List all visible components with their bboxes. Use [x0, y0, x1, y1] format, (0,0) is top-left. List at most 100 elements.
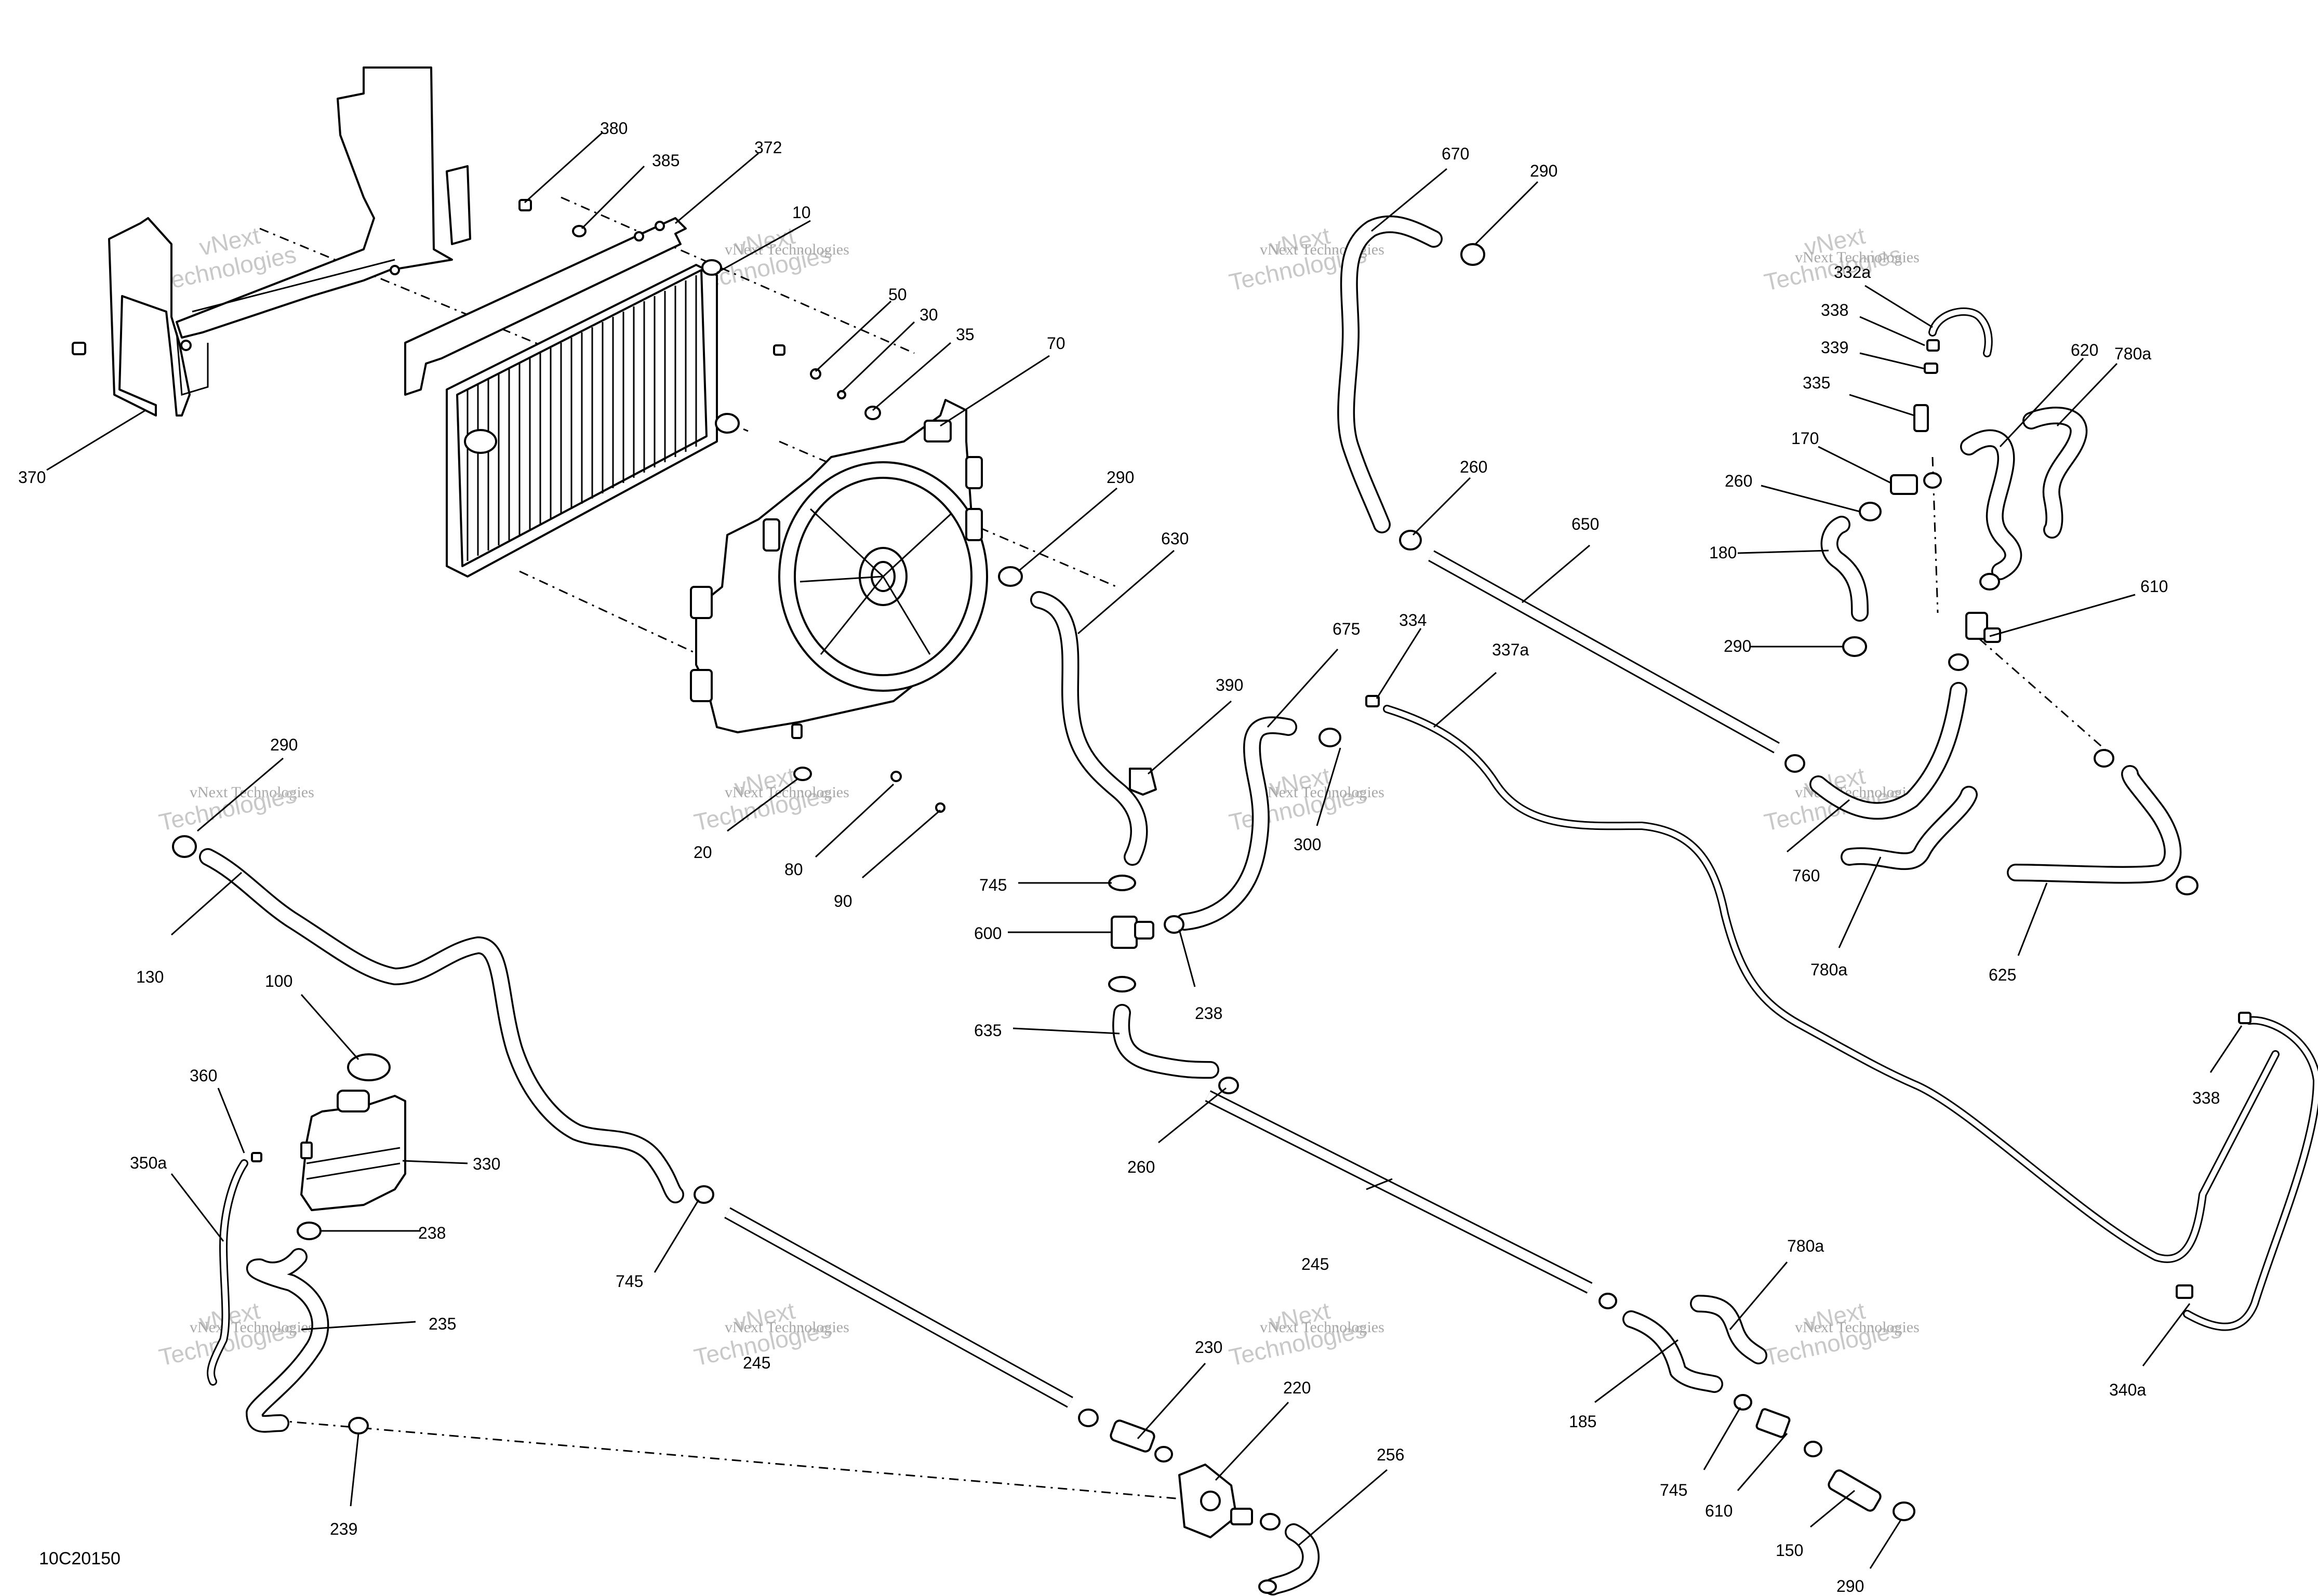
- callout-360: 360: [190, 1066, 217, 1085]
- callout-290: 290: [1836, 1577, 1864, 1595]
- callout-90: 90: [834, 892, 852, 910]
- bolt: [72, 342, 86, 355]
- fastener-set: [791, 723, 945, 813]
- callout-290: 290: [1724, 637, 1751, 655]
- fan-shroud: [690, 399, 988, 733]
- callout-332a: 332a: [1834, 263, 1871, 281]
- coolant-pipe: [1428, 550, 1805, 773]
- callout-245: 245: [743, 1353, 770, 1372]
- fastener-set: [773, 344, 881, 420]
- t-fitting: [1755, 1408, 1915, 1521]
- callout-350a: 350a: [130, 1154, 167, 1172]
- callout-300: 300: [1294, 835, 1321, 854]
- callout-50: 50: [888, 285, 907, 304]
- callout-780a: 780a: [2114, 344, 2151, 363]
- callout-334: 334: [1399, 611, 1427, 629]
- callout-335: 335: [1803, 373, 1830, 392]
- hose: [1112, 1004, 1239, 1094]
- callout-35: 35: [956, 325, 975, 344]
- callout-260: 260: [1725, 472, 1752, 490]
- callout-260: 260: [1460, 458, 1487, 476]
- callout-230: 230: [1195, 1338, 1222, 1357]
- callout-745: 745: [979, 876, 1007, 894]
- watermark-text: vNext Technologies: [1260, 1319, 1384, 1336]
- hose: [2007, 749, 2199, 895]
- watermark-text: vNext Technologies: [190, 784, 314, 801]
- callout-620: 620: [2071, 341, 2098, 359]
- watermark-text: vNext Technologies: [1260, 784, 1384, 801]
- callout-220: 220: [1283, 1378, 1311, 1397]
- callout-180: 180: [1709, 543, 1737, 562]
- callout-20: 20: [694, 843, 712, 862]
- callout-130: 130: [136, 968, 164, 986]
- callout-100: 100: [265, 972, 292, 990]
- callout-238: 238: [418, 1224, 446, 1242]
- deflector-bracket: [108, 66, 471, 417]
- callout-80: 80: [784, 860, 803, 879]
- watermark-text: vNext Technologies: [1795, 1319, 1920, 1336]
- coolant-pipe: [1205, 1090, 1617, 1309]
- hose-clip: [1129, 768, 1157, 796]
- hose: [1960, 407, 2088, 591]
- callout-235: 235: [429, 1315, 456, 1333]
- hose: [1841, 786, 1978, 870]
- callout-610: 610: [1705, 1501, 1733, 1520]
- callout-150: 150: [1776, 1541, 1803, 1560]
- radiator-bracket: [404, 217, 687, 396]
- hose: [998, 566, 1148, 866]
- callout-185: 185: [1569, 1412, 1596, 1431]
- callout-610: 610: [2140, 577, 2168, 596]
- hose: [1258, 1523, 1320, 1595]
- callout-330: 330: [473, 1155, 500, 1173]
- hose: [1820, 516, 1869, 657]
- callout-290: 290: [1107, 468, 1134, 487]
- callout-290: 290: [270, 735, 298, 754]
- radiator-fins: [467, 275, 697, 561]
- bolt: [518, 199, 587, 237]
- callout-340a: 340a: [2109, 1380, 2146, 1399]
- hose: [1337, 215, 1485, 551]
- callout-390: 390: [1216, 676, 1243, 694]
- callout-650: 650: [1571, 515, 1599, 533]
- hose: [1622, 1295, 1767, 1411]
- callout-338: 338: [1821, 301, 1848, 319]
- callout-625: 625: [1989, 965, 2016, 984]
- callout-339: 339: [1821, 338, 1848, 357]
- hose: [172, 835, 714, 1204]
- callout-238: 238: [1195, 1004, 1222, 1023]
- thermostat-housing: [1110, 1419, 1281, 1538]
- hose: [1164, 716, 1341, 934]
- callout-256: 256: [1377, 1445, 1404, 1464]
- callout-745: 745: [616, 1272, 643, 1291]
- callout-290: 290: [1530, 162, 1557, 180]
- t-fitting: [1948, 612, 2001, 671]
- callout-745: 745: [1660, 1481, 1687, 1499]
- callout-780a: 780a: [1810, 960, 1847, 979]
- callout-630: 630: [1161, 529, 1189, 548]
- hose: [246, 1222, 369, 1434]
- callout-leaders: [46, 131, 2243, 1569]
- callout-670: 670: [1442, 144, 1469, 163]
- vent-tube: [1365, 695, 2280, 1263]
- overflow-tube: [207, 1152, 262, 1386]
- callout-245: 245: [1301, 1255, 1329, 1273]
- fitting-stack: [1859, 339, 1942, 521]
- callout-380: 380: [600, 119, 628, 138]
- watermark-text: vNext Technologies: [190, 1319, 314, 1336]
- coolant-reservoir: [300, 1053, 406, 1211]
- watermark-text: vNext Technologies: [725, 241, 849, 258]
- hose: [1809, 682, 1967, 820]
- watermark-text: vNext Technologies: [725, 1319, 849, 1336]
- callout-780a: 780a: [1787, 1237, 1824, 1255]
- callout-385: 385: [652, 151, 680, 170]
- watermark-text: vNext Technologies: [1795, 249, 1920, 266]
- callout-239: 239: [330, 1520, 357, 1538]
- callout-600: 600: [974, 924, 1002, 943]
- callout-760: 760: [1792, 866, 1820, 885]
- callout-635: 635: [974, 1021, 1002, 1040]
- callout-372: 372: [754, 138, 782, 157]
- callout-675: 675: [1333, 620, 1360, 638]
- hose: [1928, 307, 1993, 357]
- coolant-pipe: [724, 1207, 1099, 1427]
- callout-337a: 337a: [1492, 640, 1529, 659]
